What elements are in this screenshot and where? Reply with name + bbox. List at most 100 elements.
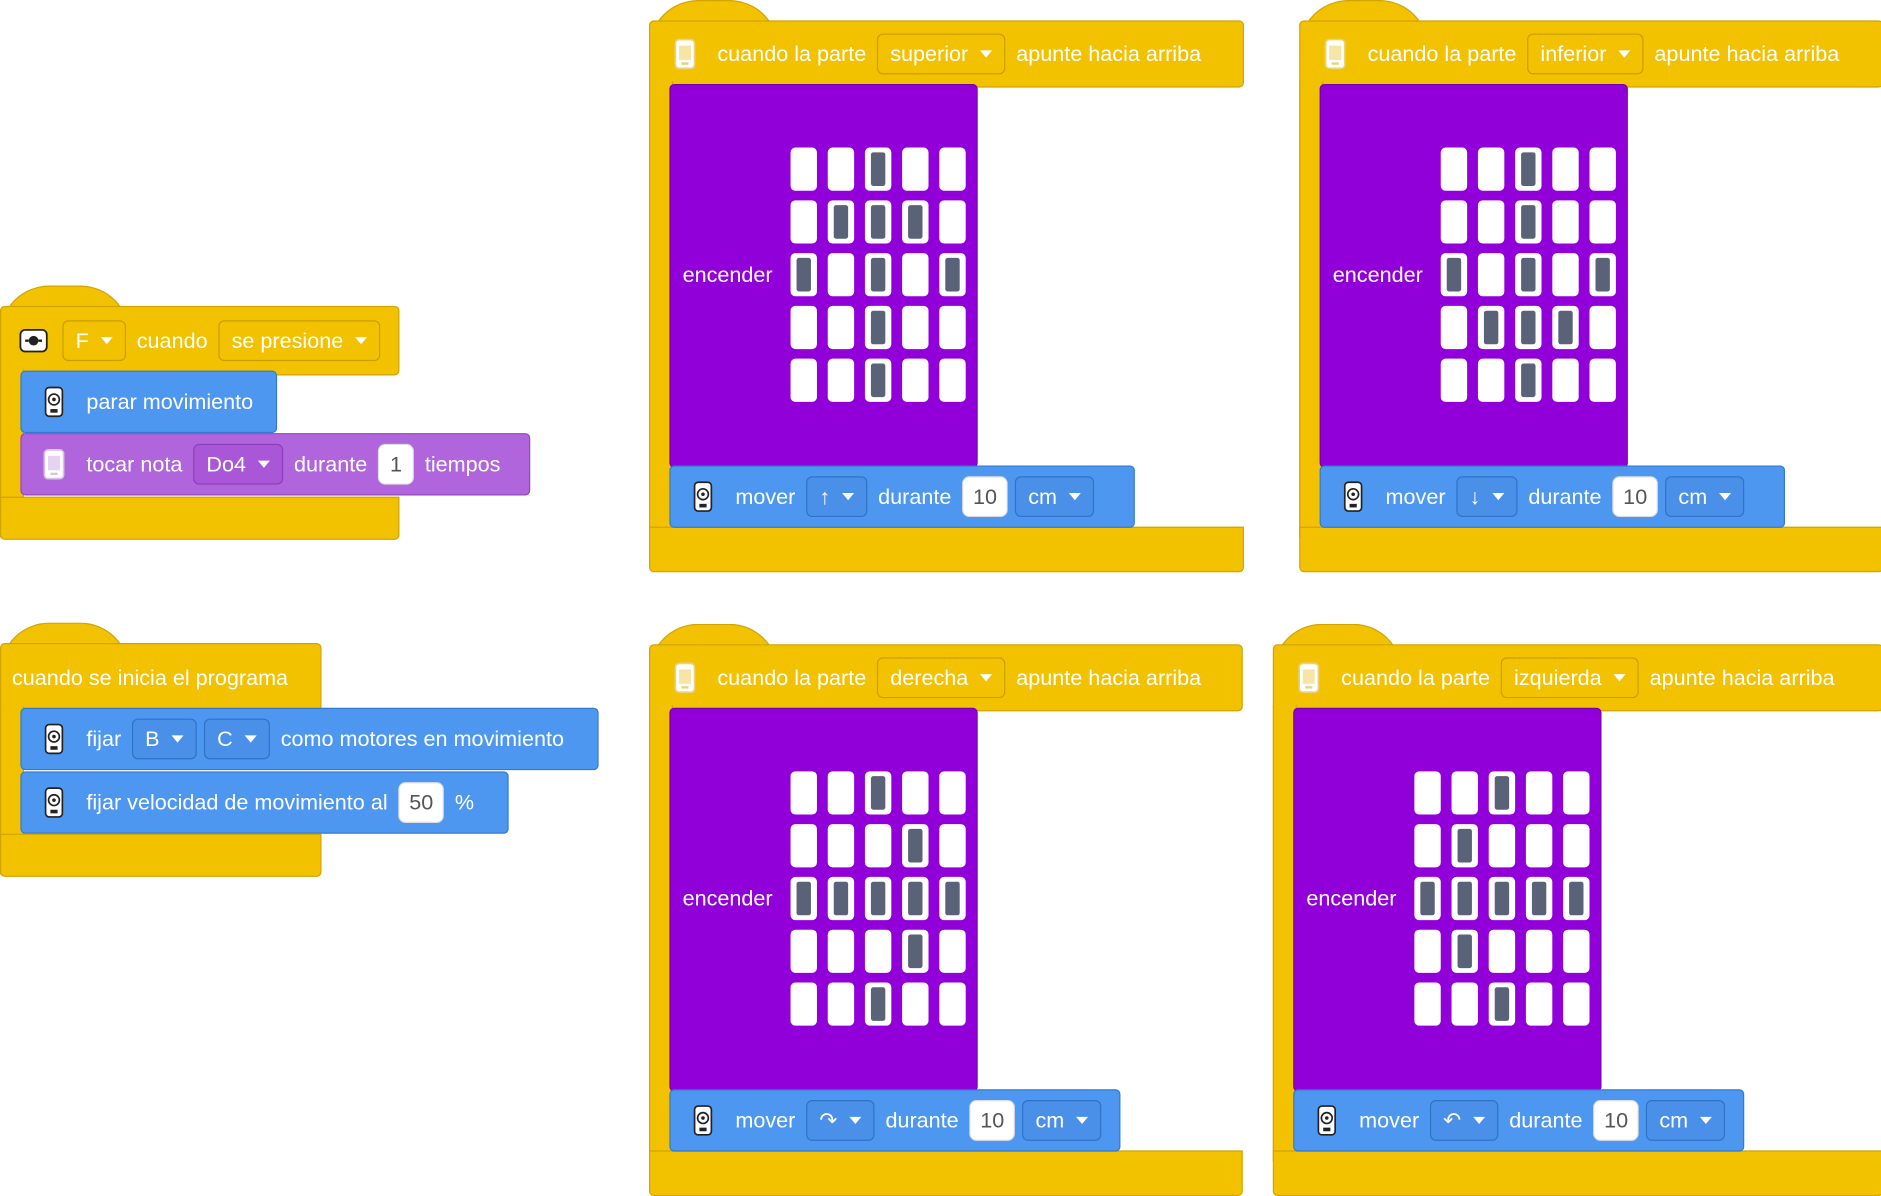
side-dropdown[interactable]: derecha bbox=[877, 657, 1006, 699]
matrix-pixel-r4-c1[interactable] bbox=[790, 929, 817, 973]
matrix-pixel-r2-c5[interactable] bbox=[939, 200, 966, 244]
matrix-pixel-r2-c5[interactable] bbox=[939, 824, 966, 868]
matrix-pixel-r4-c5[interactable] bbox=[1589, 305, 1616, 350]
matrix-pixel-r3-c5[interactable] bbox=[1563, 876, 1590, 921]
matrix-pixel-r3-c4[interactable] bbox=[1525, 876, 1553, 921]
matrix-pixel-r5-c5[interactable] bbox=[939, 358, 966, 402]
matrix-pixel-r2-c2[interactable] bbox=[1477, 200, 1505, 244]
matrix-pixel-r5-c3[interactable] bbox=[864, 358, 892, 402]
matrix-pixel-r4-c3[interactable] bbox=[864, 929, 892, 973]
matrix-pixel-r1-c4[interactable] bbox=[902, 771, 929, 815]
side-dropdown[interactable]: superior bbox=[877, 33, 1006, 75]
matrix-pixel-r2-c1[interactable] bbox=[790, 824, 817, 868]
matrix-pixel-r3-c4[interactable] bbox=[902, 253, 929, 297]
matrix-pixel-r2-c4[interactable] bbox=[1525, 824, 1553, 868]
matrix-pixel-r4-c5[interactable] bbox=[939, 305, 966, 350]
unit-dropdown[interactable]: cm bbox=[1022, 1100, 1102, 1141]
unit-dropdown[interactable]: cm bbox=[1646, 1100, 1726, 1141]
matrix-pixel-r4-c5[interactable] bbox=[939, 929, 966, 973]
motor-a-dropdown[interactable]: B bbox=[131, 718, 197, 760]
matrix-pixel-r4-c1[interactable] bbox=[1440, 305, 1468, 350]
matrix-pixel-r2-c2[interactable] bbox=[1451, 824, 1478, 868]
matrix-pixel-r2-c3[interactable] bbox=[1515, 200, 1542, 244]
matrix-pixel-r1-c4[interactable] bbox=[1525, 771, 1553, 815]
matrix-pixel-r4-c1[interactable] bbox=[1414, 929, 1441, 973]
matrix-pixel-r4-c3[interactable] bbox=[1515, 305, 1542, 350]
matrix-pixel-r1-c3[interactable] bbox=[864, 147, 892, 191]
matrix-pixel-r2-c4[interactable] bbox=[902, 200, 929, 244]
matrix-pixel-r5-c1[interactable] bbox=[1440, 358, 1468, 402]
matrix-pixel-r2-c3[interactable] bbox=[864, 200, 892, 244]
move-block[interactable]: mover ↑ durante 10 cm bbox=[669, 465, 1135, 528]
matrix-pixel-r4-c2[interactable] bbox=[1477, 305, 1505, 350]
move-block[interactable]: mover ↷ durante 10 cm bbox=[669, 1089, 1121, 1152]
matrix-pixel-r2-c1[interactable] bbox=[790, 200, 817, 244]
tilt-hat-block[interactable]: cuando la parte inferior apunte hacia ar… bbox=[1299, 20, 1881, 88]
matrix-pixel-r3-c2[interactable] bbox=[1451, 876, 1478, 921]
matrix-pixel-r3-c1[interactable] bbox=[1440, 253, 1468, 297]
matrix-pixel-r1-c3[interactable] bbox=[1515, 147, 1542, 191]
matrix-pixel-r5-c4[interactable] bbox=[1552, 358, 1579, 402]
matrix-pixel-r5-c3[interactable] bbox=[1488, 982, 1516, 1026]
matrix-pixel-r5-c3[interactable] bbox=[864, 982, 892, 1026]
matrix-pixel-r1-c5[interactable] bbox=[1589, 147, 1616, 191]
matrix-pixel-r3-c2[interactable] bbox=[827, 253, 855, 297]
matrix-pixel-r4-c4[interactable] bbox=[902, 929, 929, 973]
light-matrix-grid[interactable] bbox=[790, 771, 966, 1026]
stop-movement-block[interactable]: parar movimiento bbox=[20, 370, 278, 434]
light-matrix-block[interactable]: encender bbox=[1319, 83, 1628, 468]
light-matrix-grid[interactable] bbox=[1414, 771, 1590, 1026]
matrix-pixel-r3-c1[interactable] bbox=[790, 253, 817, 297]
light-matrix-grid[interactable] bbox=[1440, 147, 1616, 402]
matrix-pixel-r2-c2[interactable] bbox=[827, 824, 855, 868]
press-event-dropdown[interactable]: se presione bbox=[218, 320, 381, 362]
matrix-pixel-r4-c1[interactable] bbox=[790, 305, 817, 350]
matrix-pixel-r2-c3[interactable] bbox=[1488, 824, 1516, 868]
script-button-event[interactable]: F cuando se presione parar movimiento to… bbox=[0, 285, 531, 540]
matrix-pixel-r5-c4[interactable] bbox=[1525, 982, 1553, 1026]
light-matrix-block[interactable]: encender bbox=[669, 83, 978, 468]
matrix-pixel-r5-c4[interactable] bbox=[902, 982, 929, 1026]
matrix-pixel-r1-c3[interactable] bbox=[864, 771, 892, 815]
matrix-pixel-r3-c4[interactable] bbox=[1552, 253, 1579, 297]
matrix-pixel-r4-c2[interactable] bbox=[827, 929, 855, 973]
matrix-pixel-r3-c2[interactable] bbox=[827, 876, 855, 921]
matrix-pixel-r5-c2[interactable] bbox=[1451, 982, 1478, 1026]
matrix-pixel-r3-c3[interactable] bbox=[864, 253, 892, 297]
play-note-block[interactable]: tocar nota Do4 durante 1 tiempos bbox=[20, 433, 531, 496]
set-speed-block[interactable]: fijar velocidad de movimiento al 50 % bbox=[20, 771, 509, 834]
direction-dropdown[interactable]: ↓ bbox=[1456, 476, 1518, 518]
matrix-pixel-r2-c1[interactable] bbox=[1440, 200, 1468, 244]
matrix-pixel-r1-c3[interactable] bbox=[1488, 771, 1516, 815]
matrix-pixel-r1-c1[interactable] bbox=[790, 147, 817, 191]
distance-input[interactable]: 10 bbox=[969, 1100, 1016, 1141]
matrix-pixel-r5-c5[interactable] bbox=[939, 982, 966, 1026]
event-hat-block[interactable]: F cuando se presione bbox=[0, 305, 400, 376]
matrix-pixel-r1-c2[interactable] bbox=[1477, 147, 1505, 191]
script-program-start[interactable]: cuando se inicia el programa fijar B C c… bbox=[0, 622, 600, 877]
matrix-pixel-r3-c3[interactable] bbox=[864, 876, 892, 921]
side-dropdown[interactable]: izquierda bbox=[1500, 657, 1639, 699]
matrix-pixel-r4-c2[interactable] bbox=[1451, 929, 1478, 973]
matrix-pixel-r4-c2[interactable] bbox=[827, 305, 855, 350]
matrix-pixel-r1-c1[interactable] bbox=[1414, 771, 1441, 815]
set-motors-block[interactable]: fijar B C como motores en movimiento bbox=[20, 707, 599, 771]
matrix-pixel-r5-c2[interactable] bbox=[827, 358, 855, 402]
light-matrix-block[interactable]: encender bbox=[1293, 707, 1602, 1092]
tilt-hat-block[interactable]: cuando la parte superior apunte hacia ar… bbox=[648, 20, 1245, 88]
matrix-pixel-r3-c4[interactable] bbox=[902, 876, 929, 921]
matrix-pixel-r3-c1[interactable] bbox=[1414, 876, 1441, 921]
direction-dropdown[interactable]: ↶ bbox=[1429, 1100, 1499, 1141]
matrix-pixel-r1-c2[interactable] bbox=[827, 147, 855, 191]
matrix-pixel-r3-c1[interactable] bbox=[790, 876, 817, 921]
matrix-pixel-r2-c1[interactable] bbox=[1414, 824, 1441, 868]
matrix-pixel-r2-c2[interactable] bbox=[827, 200, 855, 244]
matrix-pixel-r4-c4[interactable] bbox=[1525, 929, 1553, 973]
tilt-hat-block[interactable]: cuando la parte izquierda apunte hacia a… bbox=[1272, 644, 1881, 712]
distance-input[interactable]: 10 bbox=[962, 476, 1008, 518]
matrix-pixel-r1-c1[interactable] bbox=[1440, 147, 1468, 191]
matrix-pixel-r1-c2[interactable] bbox=[827, 771, 855, 815]
matrix-pixel-r3-c5[interactable] bbox=[939, 876, 966, 921]
matrix-pixel-r5-c5[interactable] bbox=[1563, 982, 1590, 1026]
note-dropdown[interactable]: Do4 bbox=[193, 443, 284, 485]
